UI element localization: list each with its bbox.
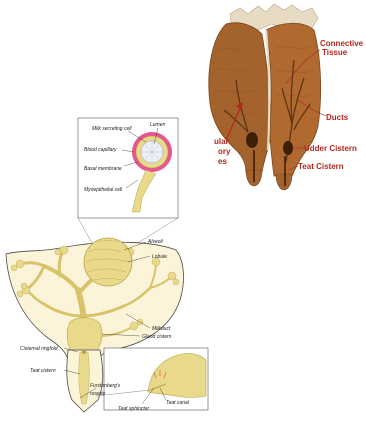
label-glandular-2: ory xyxy=(218,147,231,156)
label-furstenbergs-rosette-2: rosette xyxy=(90,391,106,397)
label-gland-cistern: Gland cistern xyxy=(142,334,172,340)
udder-cross-section: Connective Tissue Ducts Udder Cistern Te… xyxy=(209,4,364,190)
label-teat-canal: Teat canal xyxy=(166,400,190,406)
label-ducts: Ducts xyxy=(326,113,349,122)
gland-diagram: Alveoli Lobule Milkduct Gland cistern Ci… xyxy=(6,238,208,412)
label-milk-secreting-cell: Milk secreting cell xyxy=(92,126,132,132)
label-teat-sphincter: Teat sphincter xyxy=(118,406,150,412)
alveolus-detail-box: Milk secreting cell Lumen Blood capillar… xyxy=(78,118,178,218)
label-furstenbergs-rosette-1: Furstenberg's xyxy=(90,383,121,389)
label-glandular-3: es xyxy=(218,157,227,166)
label-connective: Connective xyxy=(320,39,364,48)
udder-cistern-right xyxy=(283,141,293,155)
label-teat-cistern-lower: Teat cistern xyxy=(30,368,56,374)
gland-cistern xyxy=(67,318,102,352)
label-milkduct: Milkduct xyxy=(152,326,171,332)
alveolus-cell-lines xyxy=(141,141,163,163)
label-alveoli: Alveoli xyxy=(147,239,164,245)
label-cisternal-ringfold: Cisternal ringfold xyxy=(20,346,58,352)
label-teat-cistern: Teat Cistern xyxy=(298,162,344,171)
udder-cistern-left xyxy=(246,132,258,148)
teat-cistern xyxy=(79,352,90,404)
label-udder-cistern: Udder Cistern xyxy=(304,144,357,153)
udder-teat-right xyxy=(276,174,292,190)
label-basal-membrane: Basal membrane xyxy=(84,166,122,172)
label-tissue: Tissue xyxy=(322,48,348,57)
cisternal-ringfold-marker xyxy=(82,350,86,354)
label-blood-capillary: Blood capillary xyxy=(84,147,117,153)
label-glandular-1: ular xyxy=(214,137,229,146)
udder-right-quarter xyxy=(266,23,321,176)
lobule xyxy=(84,238,132,286)
label-myoepithelial-cell: Myoepithelial cell xyxy=(84,187,123,193)
label-lobule: Lobule xyxy=(152,254,167,260)
label-lumen: Lumen xyxy=(150,122,166,128)
